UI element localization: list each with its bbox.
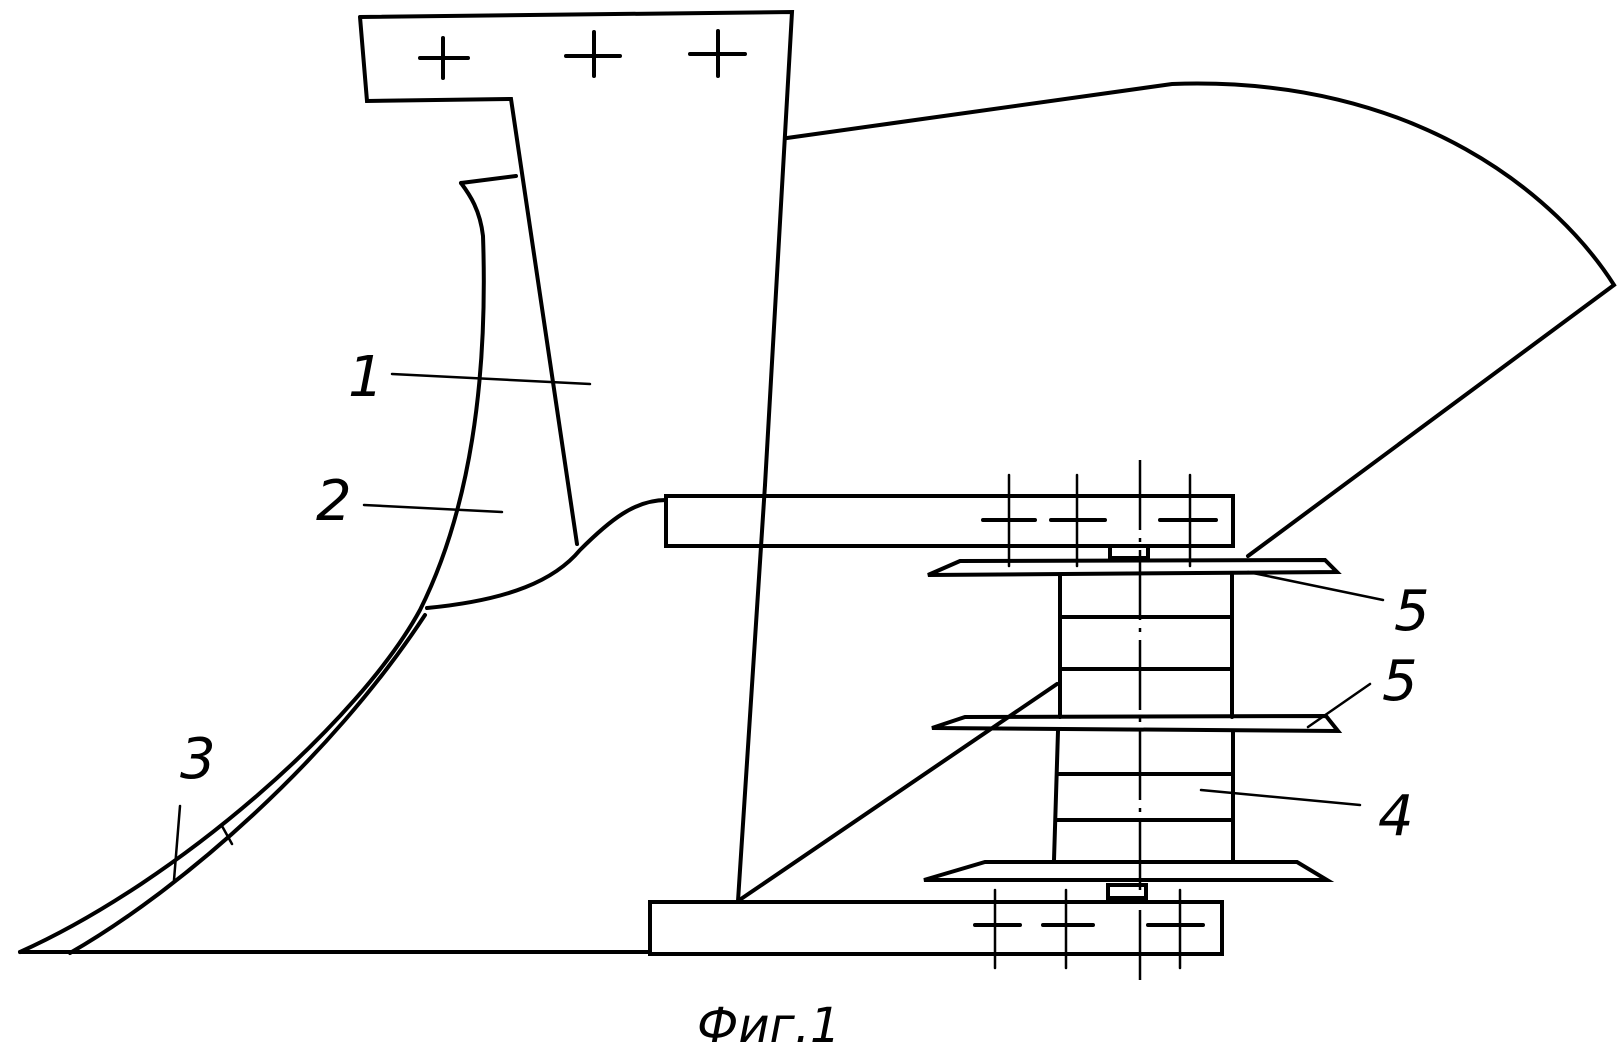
callout-5-upper: 5 <box>1394 579 1430 644</box>
bracket-bolt-markers <box>420 31 745 78</box>
share-body <box>20 183 1057 952</box>
middle-blade <box>932 716 1338 731</box>
figure-caption: Фиг.1 <box>697 998 841 1054</box>
callout-1: 1 <box>348 345 384 410</box>
upper-blade <box>928 560 1337 575</box>
callout-3: 3 <box>180 727 216 792</box>
edge-strip <box>70 615 425 953</box>
callout-4: 4 <box>1378 784 1414 849</box>
top-bracket <box>360 12 792 544</box>
lower-blade <box>924 862 1327 880</box>
callout-5-middle: 5 <box>1382 649 1418 714</box>
moldboard <box>787 84 1614 556</box>
callout-2: 2 <box>316 469 352 534</box>
leader-lines <box>174 374 1383 880</box>
lower-bar <box>650 885 1222 968</box>
upper-bar <box>666 475 1233 566</box>
